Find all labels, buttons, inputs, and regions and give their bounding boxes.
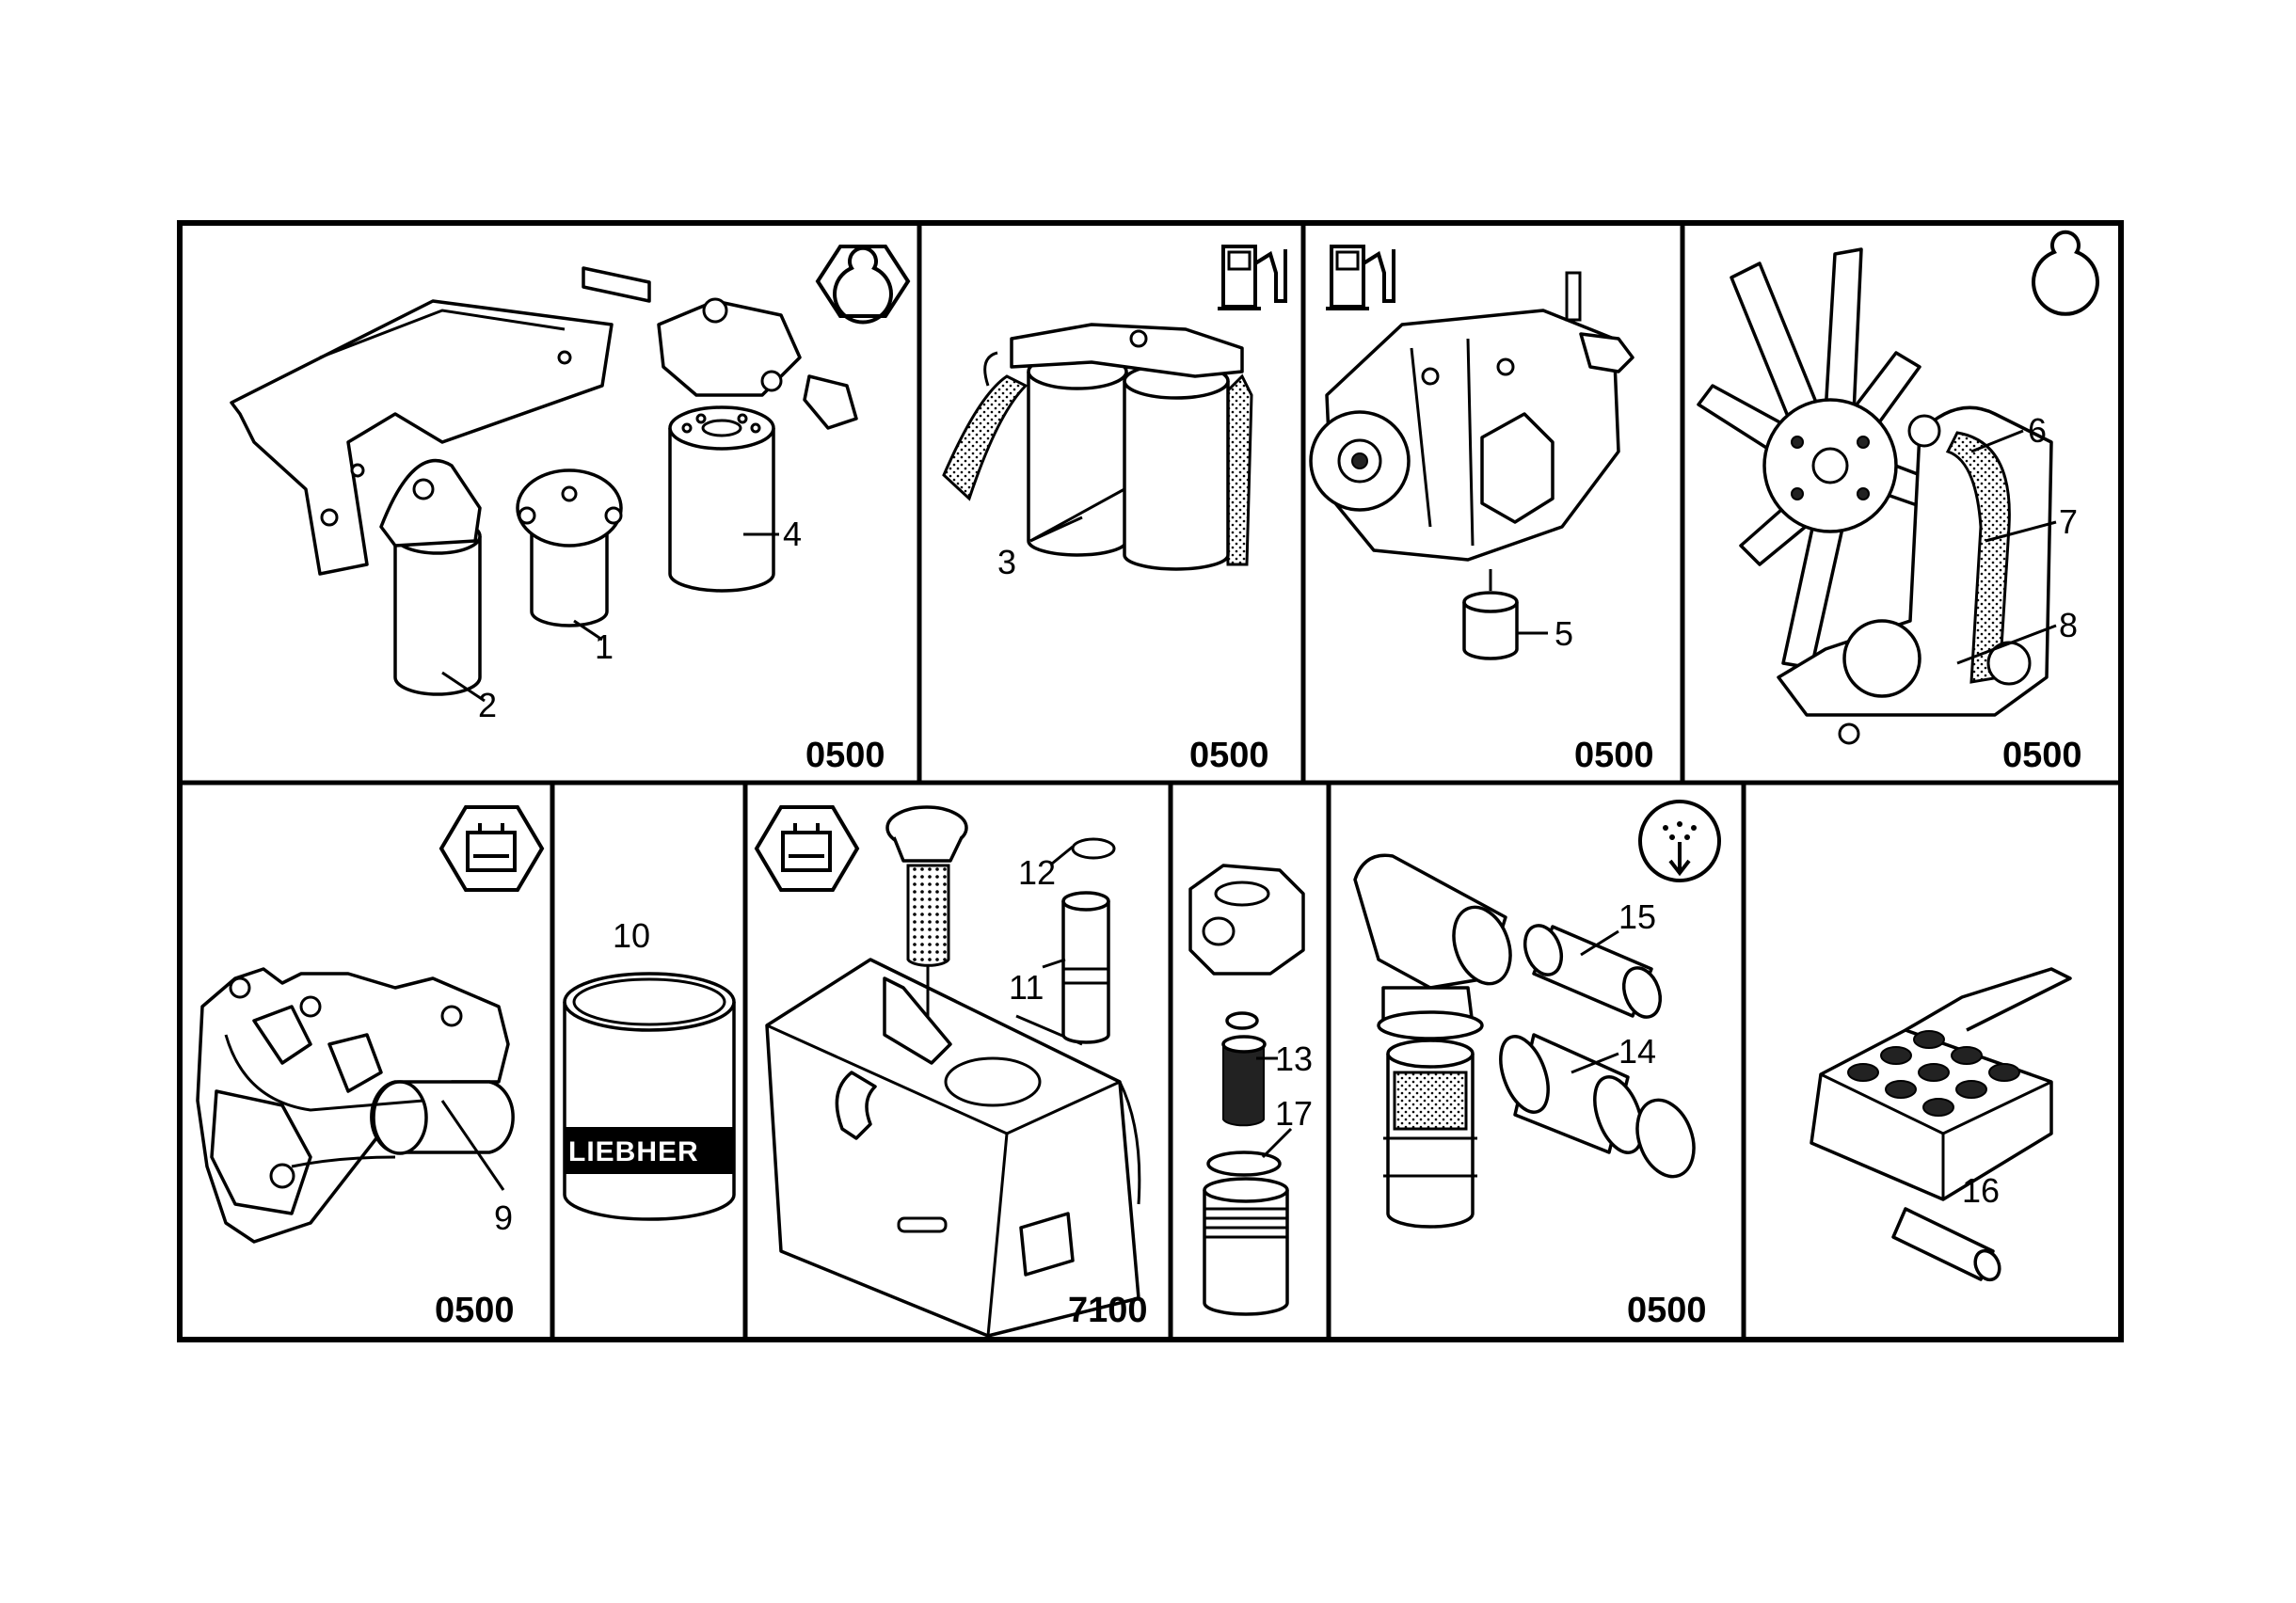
brand-label: LIEBHER — [568, 1136, 699, 1167]
tank-body — [765, 958, 1141, 1338]
panel-code: 0500 — [1627, 1291, 1707, 1330]
panel-code: 0500 — [435, 1291, 515, 1330]
fuel-pump-icon — [1326, 245, 1395, 310]
air-filter-icon — [1638, 800, 1721, 882]
panel-code: 0500 — [805, 736, 885, 775]
liebherr-filter-element: LIEBHER — [563, 972, 736, 1221]
oil-filter-housing-2 — [379, 458, 482, 696]
panel-spare-box: 16 — [1810, 967, 2072, 1282]
tank-filter-strainer — [885, 805, 968, 1016]
callout-label: 10 — [613, 916, 650, 955]
callout-label: 3 — [997, 543, 1016, 581]
callout-label: 15 — [1618, 897, 1656, 936]
panel-air-filter: 15 14 0500 — [1353, 800, 1721, 1330]
callout-label: 6 — [2028, 411, 2047, 450]
panel-grid — [177, 220, 2124, 1342]
air-filter-element-15 — [1523, 924, 1663, 1019]
o-ring — [1225, 1011, 1259, 1030]
oil-filter-housing-1 — [516, 468, 623, 627]
filter-head — [582, 266, 858, 430]
air-cleaner-housing — [1353, 853, 1512, 1229]
fuel-filter-cartridge-right — [1123, 362, 1230, 571]
panel-inline-filter: 13 17 — [1188, 864, 1313, 1316]
callout-label: 16 — [1962, 1171, 2000, 1210]
panel-code: 7100 — [1068, 1291, 1148, 1330]
panel-hydraulic-tank: 11 12 7100 — [754, 805, 1148, 1338]
spare-parts-box — [1810, 967, 2072, 1201]
hydraulic-tank-icon — [754, 805, 860, 892]
callout-label: 13 — [1275, 1040, 1313, 1078]
panel-code: 0500 — [1189, 736, 1269, 775]
panel-engine-oil-filter: 1 2 4 0500 — [230, 245, 911, 775]
fuel-filter-cartridge-left — [1027, 353, 1128, 557]
return-filter-element-11 — [1061, 891, 1110, 1044]
injection-pump-body — [1309, 271, 1634, 562]
callout-label: 9 — [494, 1198, 513, 1237]
callout-label: 11 — [1009, 968, 1044, 1007]
seal-ring-17 — [1206, 1151, 1282, 1177]
panel-fan-belts: 6 7 8 0500 — [1697, 230, 2099, 775]
callout-label: 1 — [595, 627, 614, 666]
engine-oil-icon — [2032, 230, 2099, 316]
panel-injection-pump: 5 0500 — [1309, 245, 1654, 775]
belt-drive — [1777, 405, 2053, 745]
callout-label: 12 — [1018, 853, 1056, 892]
spare-filter-cartridge-16 — [1891, 1207, 2001, 1282]
inline-filter-head — [1188, 864, 1305, 976]
panel-liebherr-filter: LIEBHER 10 — [563, 916, 736, 1221]
callout-label: 8 — [2059, 606, 2078, 644]
hydraulic-tank-icon — [438, 805, 545, 892]
filter-bracket — [230, 299, 614, 576]
engine-oil-icon — [815, 245, 911, 325]
panel-code: 0500 — [1574, 736, 1654, 775]
panel-fuel-filter: 3 0500 — [942, 245, 1287, 775]
callout-label: 4 — [783, 515, 802, 553]
filter-element-13 — [1221, 1035, 1267, 1127]
panel-code: 0500 — [2002, 736, 2082, 775]
air-filter-element-14 — [1499, 1033, 1696, 1179]
callout-label: 5 — [1555, 614, 1573, 653]
hydraulic-pump-assembly — [196, 967, 515, 1244]
callout-label: 2 — [478, 686, 497, 724]
callout-label: 14 — [1618, 1032, 1656, 1071]
fuel-prefilter-5 — [1462, 569, 1519, 660]
filter-bowl — [1203, 1177, 1289, 1316]
panel-hydraulic-pump: 9 0500 — [196, 805, 545, 1330]
oil-filter-cartridge-4 — [668, 405, 775, 593]
callout-label: 17 — [1275, 1094, 1313, 1133]
callout-label: 7 — [2059, 502, 2078, 541]
seal-ring-12 — [1071, 837, 1116, 860]
cooling-fan — [1697, 247, 1959, 670]
fuel-pump-icon — [1218, 245, 1287, 310]
